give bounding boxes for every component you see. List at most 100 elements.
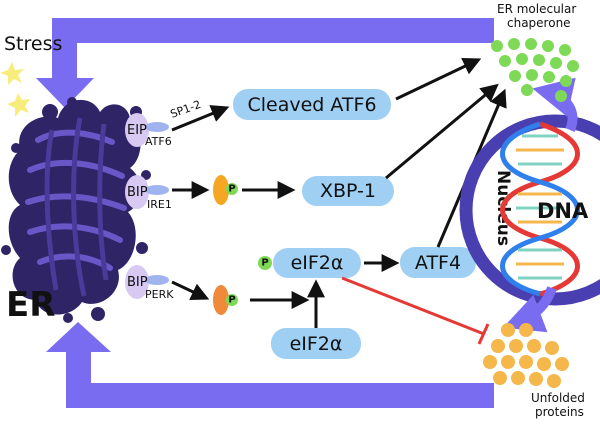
er-vesicle (11, 143, 21, 153)
eif2a-p-pill (273, 248, 361, 278)
unfolded-label-line1: Unfolded (531, 391, 585, 405)
chaperone-dot (567, 60, 579, 72)
stress-arrowhead (36, 78, 94, 108)
sp1-2-label: SP1-2 (169, 98, 203, 121)
unfolded-protein-dot (545, 341, 559, 355)
sensor-label: IRE1 (147, 198, 172, 211)
unfolded-protein-dot (529, 372, 543, 386)
dna-strand-blue (500, 121, 580, 297)
chaperone-label-line2: chaperone (507, 16, 571, 30)
atf4-pill (400, 247, 476, 278)
ire1-active-dimer (213, 175, 229, 205)
eif2a-pill (271, 328, 361, 359)
phospho-label: P (228, 184, 235, 195)
er-label: ER (6, 285, 55, 325)
chaperone-dot (555, 90, 567, 102)
phospho-badge (258, 256, 272, 270)
atf4-label: ATF4 (415, 252, 461, 274)
feedback-loop (36, 18, 494, 408)
er-return-arrowhead (46, 322, 111, 352)
chaperone-cluster (491, 38, 579, 102)
bip-label: BIP (127, 185, 148, 200)
er-vertical-fold-2 (71, 117, 87, 297)
chaperone-dot (499, 55, 511, 67)
unfolded-protein-dot (547, 374, 561, 388)
nucleus-envelope (459, 114, 600, 306)
er-vesicle (1, 245, 11, 255)
chaperone-dot (508, 38, 520, 50)
bip-protein (125, 113, 149, 147)
chaperone-dot (533, 54, 545, 66)
cleaved-atf6-pill (233, 89, 391, 120)
dna-label: DNA (537, 199, 589, 223)
unfolded-protein-cluster (483, 323, 569, 388)
phospho-label: P (261, 258, 268, 269)
chaperone-dot (491, 40, 503, 52)
stress-stars (0, 62, 30, 117)
er-vesicle (63, 313, 73, 323)
unfolded-protein-dot (493, 371, 507, 385)
atf6-arrow (171, 105, 230, 132)
stress-label: Stress (4, 33, 62, 55)
chaperone-dot (560, 75, 572, 87)
cleaved-atf6-to-chaperone-arrow (395, 58, 482, 101)
chaperone-dot (526, 69, 538, 81)
xbp1-to-chaperone-arrow (385, 83, 499, 180)
chaperone-dot (509, 70, 521, 82)
top-left-down-bar (52, 18, 77, 78)
chaperone-dot (550, 57, 562, 69)
xbp1-label: XBP-1 (320, 180, 376, 202)
chaperone-dot (516, 53, 528, 65)
unfolded-protein-dot (519, 355, 533, 369)
chaperone-label-line1: ER molecular (497, 2, 576, 16)
unfolded-protein-dot (501, 355, 515, 369)
sensor-protein (145, 122, 169, 132)
unfolded-protein-dot (491, 339, 505, 353)
receptor-atf6: EIP ATF6 (125, 113, 172, 148)
sensor-protein (145, 275, 169, 285)
receptor-ire1: BIP IRE1 (125, 175, 172, 211)
cleaved-atf6-label: Cleaved ATF6 (247, 94, 376, 116)
unfolded-protein-dot (501, 323, 515, 337)
bip-protein (125, 175, 149, 209)
bip-label: BIP (127, 275, 148, 290)
dna-helix: DNA (500, 121, 589, 297)
phospho-label: P (228, 295, 235, 306)
stress-star-icon (7, 93, 30, 117)
er-vesicle (141, 170, 151, 180)
er-vertical-fold-3 (97, 123, 109, 281)
phospho-badge (226, 294, 238, 306)
er-vertical-fold-1 (44, 129, 59, 291)
eif2a-label: eIF2α (290, 333, 343, 355)
unfolded-protein-dot (511, 371, 525, 385)
er-vesicle (136, 242, 148, 254)
sensor-label: ATF6 (145, 135, 172, 148)
chaperone-dot (521, 84, 533, 96)
unfolded-protein-dot (555, 357, 569, 371)
xbp1-pill (302, 176, 394, 206)
perk-arrow (171, 280, 210, 301)
eif2a-p-label: eIF2α (291, 252, 344, 274)
nucleus-to-chaperone-arrow (532, 77, 578, 133)
er-fold-1 (35, 129, 115, 145)
nucleus-to-unfolded-arrow (503, 286, 557, 333)
inhibition-bar (477, 323, 490, 345)
stress-star-icon (0, 62, 24, 85)
chaperone-dot (543, 71, 555, 83)
er-vesicle (42, 104, 58, 120)
sensor-label: PERK (145, 288, 174, 301)
perk-active-dimer (213, 285, 229, 315)
bottom-feedback-bar (66, 383, 494, 408)
top-feedback-bar (52, 18, 494, 43)
unfolded-protein-dot (537, 357, 551, 371)
unfolded-label-line2: proteins (535, 405, 584, 419)
receptor-perk: BIP PERK (125, 265, 174, 301)
chaperone-dot (525, 38, 537, 50)
bottom-left-up-bar (66, 352, 91, 408)
phospho-badge (226, 183, 238, 195)
bip-label: EIP (127, 123, 147, 138)
unfolded-protein-dot (519, 323, 533, 337)
er-vesicle (91, 307, 105, 321)
unfolded-protein-dot (509, 339, 523, 353)
chaperone-dot (559, 44, 571, 56)
